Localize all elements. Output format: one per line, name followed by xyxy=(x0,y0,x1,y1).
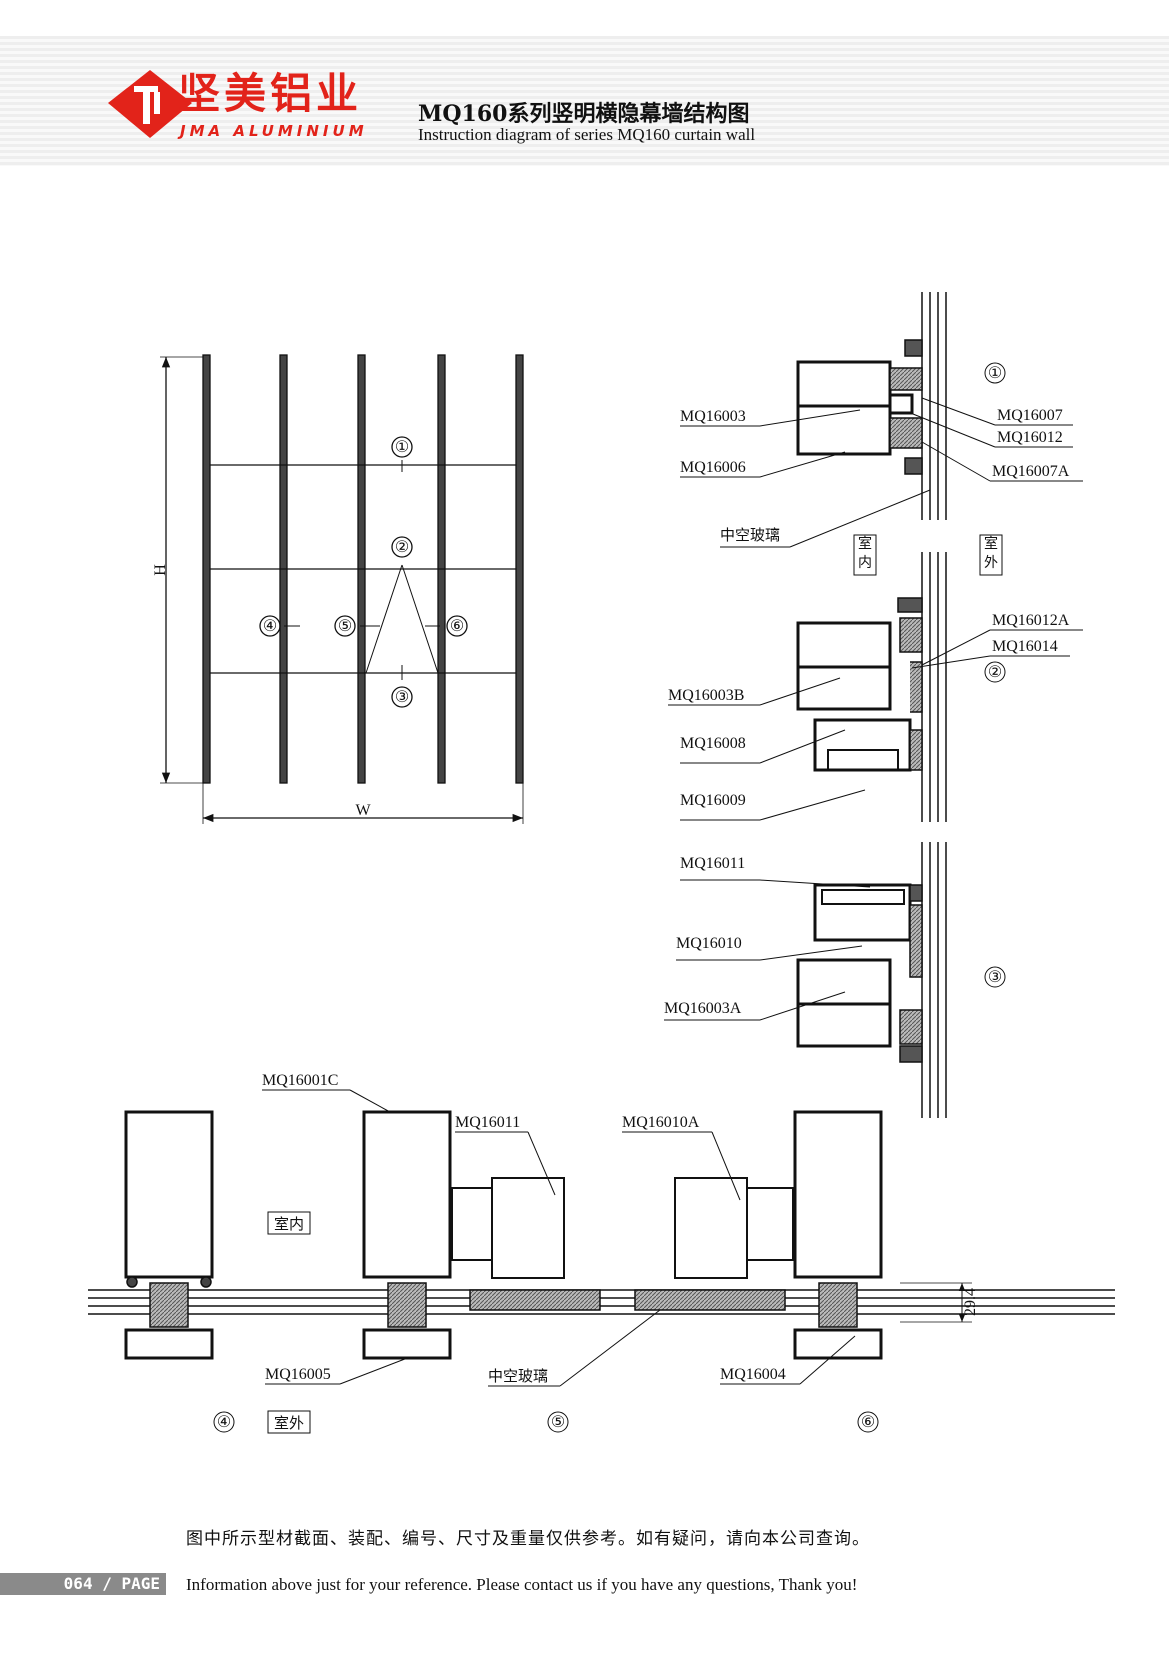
section-marker-2: ② xyxy=(988,664,1002,681)
section-3-profiles xyxy=(796,883,923,1063)
page-title-en: Instruction diagram of series MQ160 curt… xyxy=(418,125,756,144)
part-label-mq16014: MQ16014 xyxy=(992,638,1058,655)
right-leaders xyxy=(664,397,1083,1021)
glass-label-right: 中空玻璃 xyxy=(720,526,780,544)
section-4-mullion xyxy=(124,1110,214,1360)
outdoor-label-right: 室外 xyxy=(984,536,998,571)
part-label-mq16012: MQ16012 xyxy=(997,429,1063,446)
part-label-mq16003: MQ16003 xyxy=(680,408,746,425)
part-label-mq16007: MQ16007 xyxy=(997,407,1063,424)
dimension-29-4: 29.4 xyxy=(962,1288,979,1316)
width-label: W xyxy=(355,802,371,819)
part-label-mq16011: MQ16011 xyxy=(680,855,745,872)
elev-marker-4: ④ xyxy=(263,618,277,635)
section-marker-6: ⑥ xyxy=(861,1414,875,1431)
elev-marker-2: ② xyxy=(395,539,409,556)
brand-logo xyxy=(108,70,192,138)
elev-marker-5: ⑤ xyxy=(338,618,352,635)
section-marker-4: ④ xyxy=(217,1414,231,1431)
section-marker-1: ① xyxy=(988,365,1002,382)
part-label-mq16010: MQ16010 xyxy=(676,935,742,952)
part-label-mq16004: MQ16004 xyxy=(720,1366,786,1383)
bottom-sections xyxy=(88,1110,1115,1360)
part-label-mq16011-b: MQ16011 xyxy=(455,1114,520,1131)
section-marker-3: ③ xyxy=(988,969,1002,986)
part-label-mq16010a: MQ16010A xyxy=(622,1114,700,1131)
indoor-label-bottom: 室内 xyxy=(274,1215,304,1233)
glass-label-bottom: 中空玻璃 xyxy=(488,1367,548,1385)
part-label-mq16012a: MQ16012A xyxy=(992,612,1070,629)
glass-right-1 xyxy=(921,292,947,520)
part-label-mq16001c: MQ16001C xyxy=(262,1072,338,1089)
page-title-cn: MQ160系列竖明横隐幕墙结构图 xyxy=(418,101,750,127)
part-label-mq16008: MQ16008 xyxy=(680,735,746,752)
part-label-mq16006: MQ16006 xyxy=(680,459,746,476)
brand-name-en: JMA ALUMINIUM xyxy=(180,122,368,140)
part-label-mq16005: MQ16005 xyxy=(265,1366,331,1383)
page-number-tag: 064 / PAGE xyxy=(0,1573,166,1595)
brand-name-cn: 坚美铝业 xyxy=(178,69,363,118)
section-1-profiles xyxy=(796,339,923,475)
height-label: H xyxy=(152,564,169,576)
indoor-label-right: 室内 xyxy=(858,536,872,571)
footer-note-cn: 图中所示型材截面、装配、编号、尺寸及重量仅供参考。如有疑问，请向本公司查询。 xyxy=(186,1529,870,1549)
right-sections xyxy=(796,292,947,1118)
glass-right-2 xyxy=(921,552,947,822)
section-6-mullion xyxy=(634,1110,883,1360)
part-label-mq16009: MQ16009 xyxy=(680,792,746,809)
bottom-leaders xyxy=(262,1089,856,1387)
section-2-profiles xyxy=(796,597,923,772)
part-label-mq16003b: MQ16003B xyxy=(668,687,744,704)
elevation-view xyxy=(160,354,524,824)
section-5-mullion xyxy=(362,1110,601,1360)
outdoor-label-bottom: 室外 xyxy=(274,1414,304,1432)
footer-note-en: Information above just for your referenc… xyxy=(186,1575,858,1594)
elev-marker-3: ③ xyxy=(395,689,409,706)
glass-bottom xyxy=(88,1289,1115,1315)
section-marker-5: ⑤ xyxy=(551,1414,565,1431)
elev-marker-1: ① xyxy=(395,439,409,456)
part-label-mq16007a: MQ16007A xyxy=(992,463,1070,480)
glass-right-3 xyxy=(921,842,947,1118)
header-band xyxy=(0,36,1169,166)
part-label-mq16003a: MQ16003A xyxy=(664,1000,742,1017)
elev-marker-6: ⑥ xyxy=(450,618,464,635)
